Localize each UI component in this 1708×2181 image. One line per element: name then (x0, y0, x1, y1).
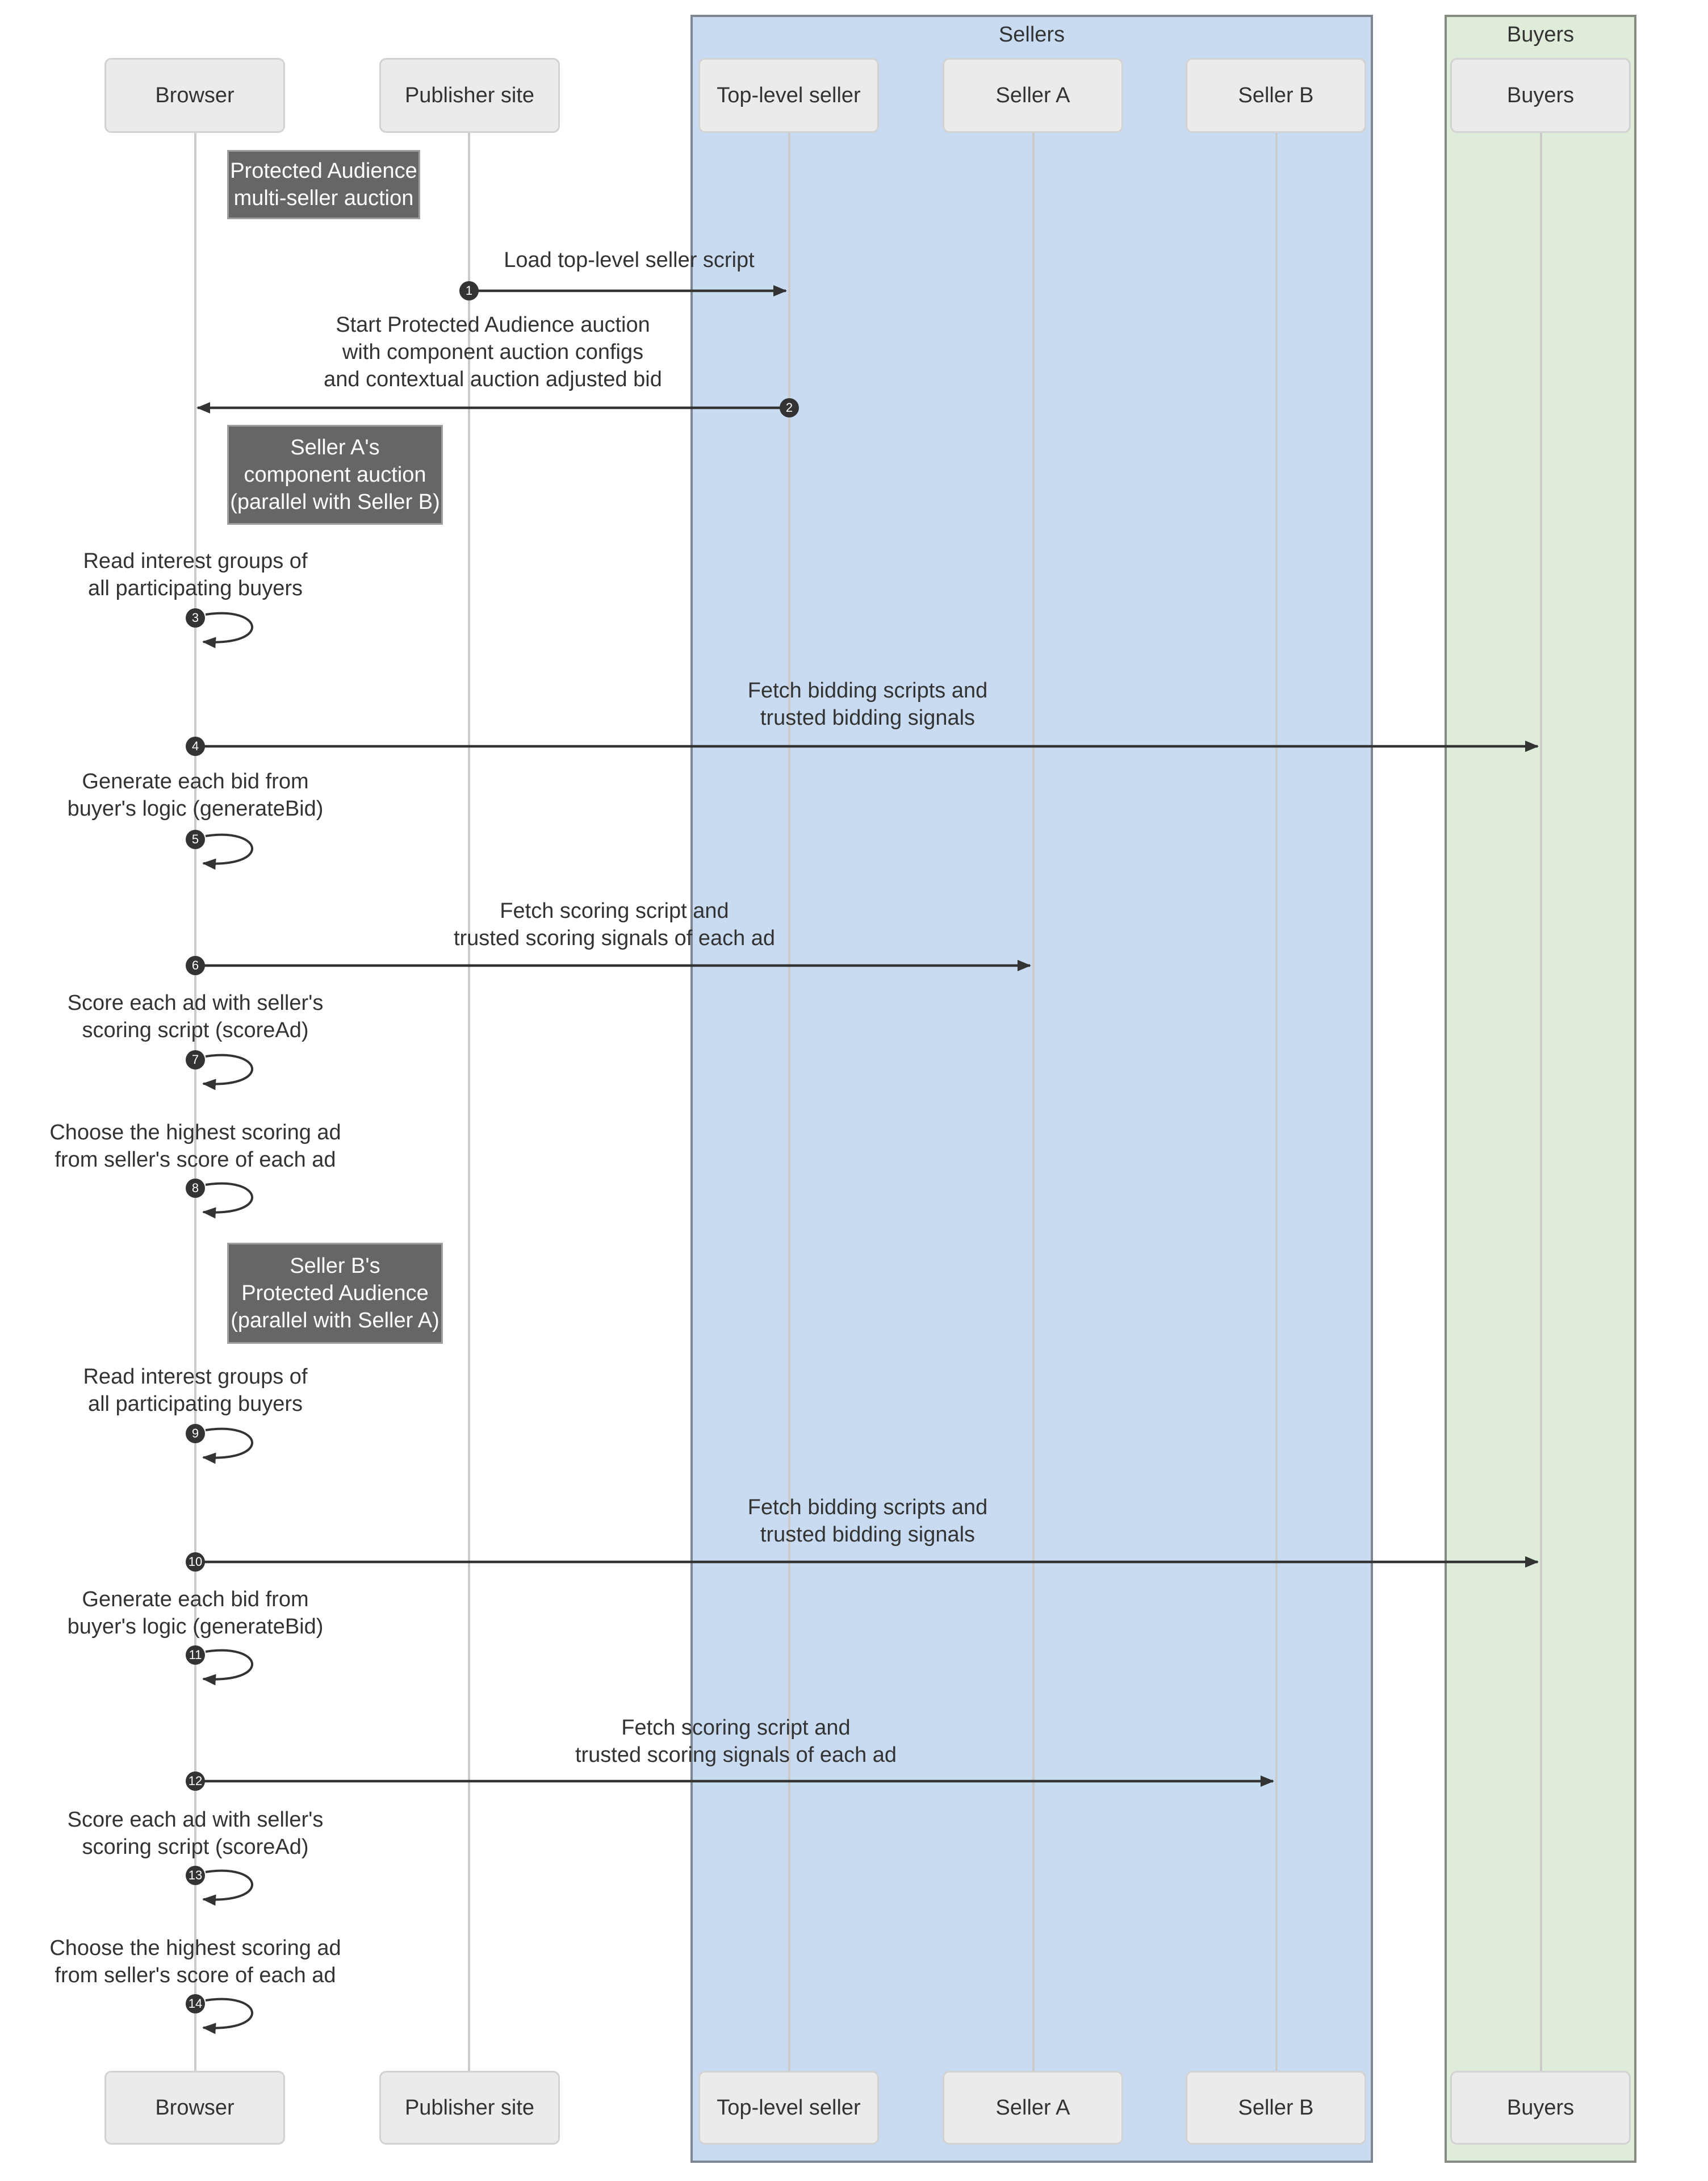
message-number-7: 7 (186, 1050, 205, 1069)
participant-seller-a-bottom: Seller A (943, 2071, 1123, 2145)
lifeline-top-level-seller (788, 133, 790, 2071)
message-number-4: 4 (186, 737, 205, 756)
self-arrow-9 (202, 1427, 253, 1464)
participant-top-level-seller-top: Top-level seller (698, 58, 879, 133)
message-label-12: Fetch scoring script and trusted scoring… (575, 1716, 897, 1767)
message-label-10: Fetch bidding scripts and trusted biddin… (747, 1495, 988, 1547)
message-label-3: Read interest groups of all participatin… (83, 549, 308, 600)
self-arrow-5 (202, 833, 253, 870)
buyers-group-label: Buyers (1506, 23, 1575, 47)
note-title: Protected Audience multi-seller auction (227, 150, 420, 219)
participant-publisher-site-bottom: Publisher site (379, 2071, 560, 2145)
message-label-8: Choose the highest scoring ad from selle… (49, 1121, 341, 1172)
participant-buyers-bottom: Buyers (1450, 2071, 1631, 2145)
self-arrow-13 (202, 1869, 253, 1906)
participant-top-level-seller-bottom: Top-level seller (698, 2071, 879, 2145)
lifeline-buyers (1540, 133, 1542, 2071)
note-seller-b-auction: Seller B's Protected Audience (parallel … (227, 1243, 443, 1344)
message-number-5: 5 (186, 830, 205, 849)
message-number-6: 6 (186, 956, 205, 975)
message-number-3: 3 (186, 608, 205, 628)
message-number-1: 1 (459, 281, 479, 300)
message-label-1: Load top-level seller script (504, 248, 755, 272)
message-label-14: Choose the highest scoring ad from selle… (49, 1936, 341, 1987)
message-number-11: 11 (186, 1645, 205, 1665)
lifeline-seller-b (1275, 133, 1278, 2071)
participant-buyers-top: Buyers (1450, 58, 1631, 133)
self-arrow-7 (202, 1054, 253, 1090)
lifeline-publisher-site (468, 133, 470, 2071)
self-arrow-8 (202, 1182, 253, 1219)
self-arrow-14 (202, 1998, 253, 2034)
message-label-5: Generate each bid from buyer's logic (ge… (67, 770, 324, 821)
message-label-6: Fetch scoring script and trusted scoring… (453, 899, 776, 950)
message-label-2: Start Protected Audience auction with co… (324, 313, 662, 391)
message-number-12: 12 (186, 1771, 205, 1791)
participant-seller-b-top: Seller B (1186, 58, 1366, 133)
participant-seller-a-top: Seller A (943, 58, 1123, 133)
message-label-7: Score each ad with seller's scoring scri… (67, 991, 324, 1042)
lifeline-browser (194, 133, 196, 2071)
self-arrow-3 (202, 612, 253, 649)
participant-browser-top: Browser (104, 58, 285, 133)
sellers-group-label: Sellers (998, 23, 1065, 47)
message-number-8: 8 (186, 1179, 205, 1198)
participant-seller-b-bottom: Seller B (1186, 2071, 1366, 2145)
sellers-group-region: Sellers (690, 15, 1373, 2163)
message-label-13: Score each ad with seller's scoring scri… (67, 1808, 324, 1859)
message-number-13: 13 (186, 1866, 205, 1885)
lifeline-seller-a (1032, 133, 1035, 2071)
message-label-11: Generate each bid from buyer's logic (ge… (67, 1587, 324, 1639)
message-number-14: 14 (186, 1994, 205, 2013)
self-arrow-11 (202, 1649, 253, 1686)
message-number-9: 9 (186, 1424, 205, 1443)
message-number-10: 10 (186, 1552, 205, 1572)
participant-publisher-site-top: Publisher site (379, 58, 560, 133)
note-seller-a-auction: Seller A's component auction (parallel w… (227, 425, 443, 525)
message-label-4: Fetch bidding scripts and trusted biddin… (747, 679, 988, 730)
participant-browser-bottom: Browser (104, 2071, 285, 2145)
message-label-9: Read interest groups of all participatin… (83, 1365, 308, 1416)
message-number-2: 2 (780, 398, 799, 417)
